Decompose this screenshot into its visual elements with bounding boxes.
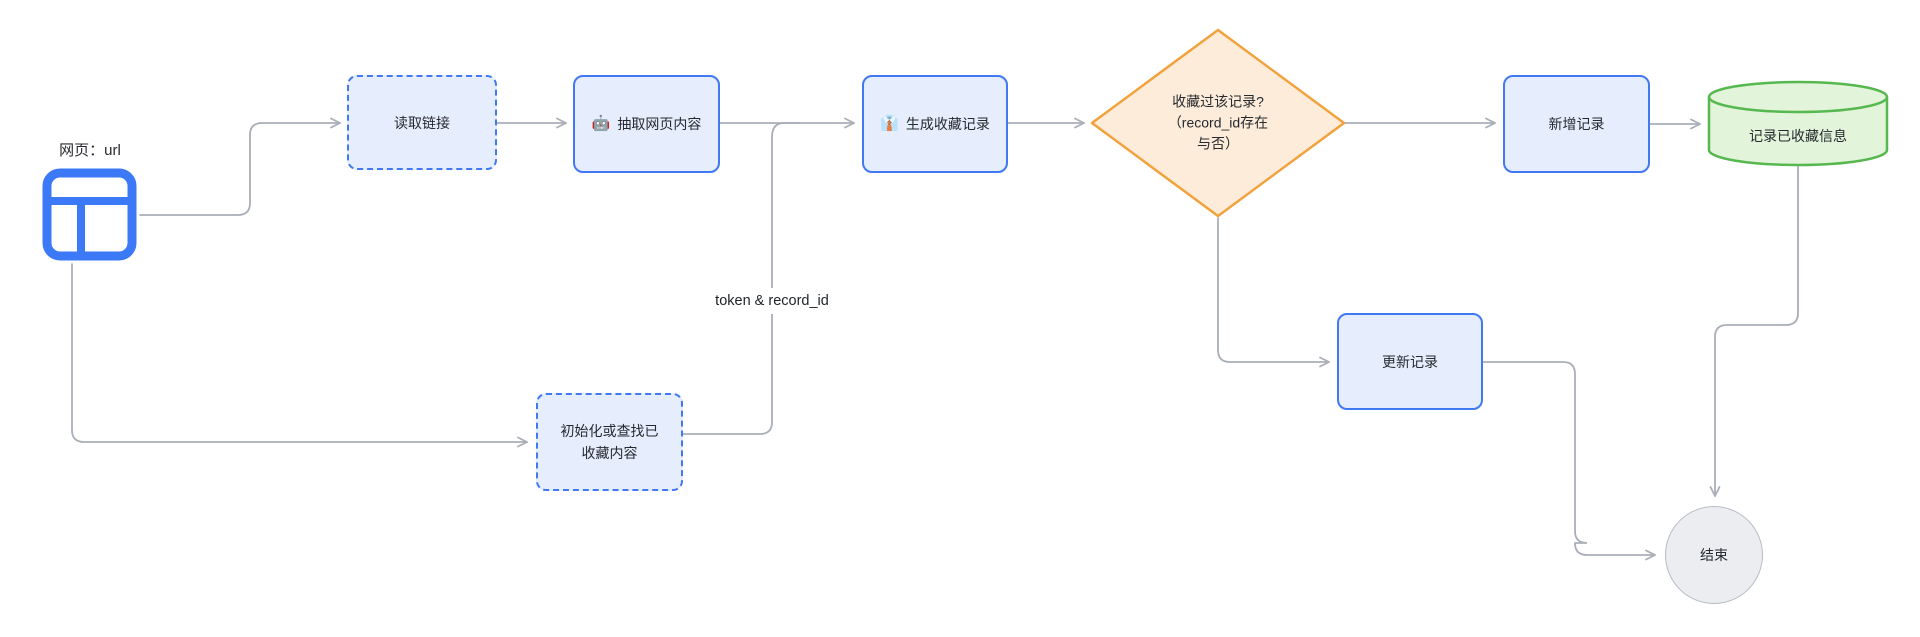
database-node-label: 记录已收藏信息 (1749, 128, 1847, 144)
extract-content-label: 抽取网页内容 (617, 116, 702, 132)
update-record-label: 更新记录 (1382, 353, 1438, 370)
edge-decision-to-update-record (1217, 217, 1330, 368)
decision-line-1: 收藏过该记录? (1172, 93, 1264, 110)
robot-emoji-icon: 🤖 (591, 115, 611, 132)
read-link-label: 读取链接 (394, 114, 450, 131)
add-record-node[interactable]: 新增记录 (1503, 75, 1650, 173)
edge-init-lookup-to-generate (682, 122, 801, 435)
decision-node-text: 收藏过该记录? （record_id存在 与否） (1118, 92, 1318, 155)
webpage-layout-icon (42, 168, 137, 261)
add-record-label: 新增记录 (1548, 116, 1605, 132)
necktie-emoji-icon: 👔 (880, 115, 899, 132)
edge-database-to-end (1709, 165, 1799, 497)
decision-line-3: 与否） (1197, 135, 1239, 152)
init-lookup-node[interactable]: 初始化或查找已收藏内容 (536, 393, 683, 491)
decision-node-shape[interactable] (1090, 28, 1346, 218)
end-node[interactable]: 结束 (1665, 506, 1763, 604)
generate-record-node[interactable]: 👔 生成收藏记录 (862, 75, 1008, 173)
read-link-node[interactable]: 读取链接 (347, 75, 497, 170)
start-node-label: 网页：url (59, 142, 121, 159)
start-node[interactable] (42, 168, 137, 261)
edge-update-record-to-end (1482, 361, 1655, 555)
extract-content-node[interactable]: 🤖 抽取网页内容 (573, 75, 720, 173)
edge-start-to-init-lookup (71, 263, 528, 448)
init-lookup-label: 初始化或查找已收藏内容 (560, 423, 659, 461)
token-edge-label: token & record_id (707, 288, 837, 314)
end-node-label: 结束 (1700, 547, 1728, 563)
edge-start-to-read-link (139, 117, 341, 216)
database-node-shape[interactable] (1707, 80, 1889, 167)
update-record-node[interactable]: 更新记录 (1337, 313, 1483, 410)
decision-line-2: （record_id存在 (1167, 114, 1269, 131)
generate-record-label: 生成收藏记录 (905, 116, 990, 132)
